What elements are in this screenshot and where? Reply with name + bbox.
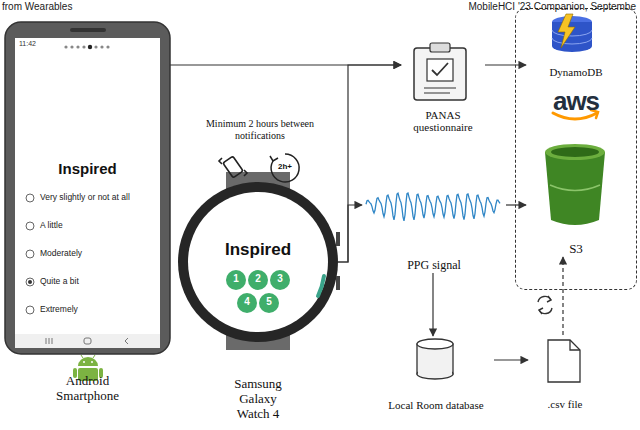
watch-face: [188, 192, 328, 332]
clipboard-icon: [414, 43, 466, 100]
timing-note: Minimum 2 hours between notifications: [193, 118, 327, 142]
component-node: Android Smartphone: [5, 22, 170, 404]
phone-body: [5, 22, 170, 354]
node-label: PPG signal: [364, 259, 504, 273]
connector: [338, 205, 362, 262]
vibration-icon: [219, 156, 247, 178]
node-label: PANAS questionnaire: [403, 109, 483, 134]
timer-arrow: [270, 156, 278, 161]
question-title: Inspired: [198, 240, 318, 260]
rating-number: 3: [270, 273, 290, 285]
rating-buttons: [226, 270, 290, 313]
rating-number: 2: [248, 273, 268, 285]
question-title: Inspired: [17, 160, 158, 178]
component-node: .csv file: [528, 335, 602, 411]
file-icon: [548, 340, 580, 382]
watch-button: [336, 276, 340, 290]
aws-logo-text: aws: [516, 87, 636, 117]
s3-bucket: [545, 144, 605, 225]
watch-bezel: [178, 182, 338, 342]
rating-number: 4: [237, 296, 257, 308]
rating-number: 1: [226, 273, 246, 285]
database-icon: [417, 339, 453, 379]
component-node: DynamoDB: [526, 15, 626, 79]
radio-buttons: [26, 194, 34, 314]
answer-option: Moderately: [40, 248, 158, 258]
answer-option: Extremely: [40, 304, 158, 314]
node-label: Samsung Galaxy Watch 4: [226, 377, 290, 422]
component-node: PPG signal: [362, 185, 506, 273]
timer-text: 2h+: [272, 162, 298, 172]
ppg-waveform: [366, 193, 500, 221]
connector: [338, 65, 401, 262]
running-header: from Wearables: [2, 1, 162, 13]
component-node: PANAS questionnaire: [401, 40, 485, 134]
running-header: MobileHCI '23 Companion, Septembe: [396, 1, 636, 13]
component-node: Local Room database: [378, 336, 494, 412]
node-label: S3: [528, 242, 624, 257]
answer-option: Quite a bit: [40, 276, 158, 286]
status-time: 11:42: [19, 40, 59, 48]
watch-scroll: [318, 276, 324, 296]
cloud-group: aws DynamoDB S3: [515, 8, 637, 290]
node-label: Local Room database: [380, 399, 492, 412]
answer-option: A little: [40, 220, 158, 230]
node-label: Android Smartphone: [43, 374, 133, 404]
node-label: .csv file: [530, 398, 600, 411]
connector: [432, 273, 433, 336]
connector: [562, 257, 563, 335]
timer-icon: [271, 154, 299, 182]
rating-number: 5: [259, 296, 279, 308]
nav-icons: [46, 338, 128, 344]
component-node: S3: [526, 141, 626, 257]
node-label: DynamoDB: [528, 66, 624, 79]
radio-selected: [28, 280, 32, 284]
component-node: Samsung Galaxy Watch 4: [178, 182, 338, 422]
answer-option: Very slightly or not at all: [40, 192, 158, 202]
phone-screen: [15, 38, 160, 334]
nav-bar: [15, 334, 160, 348]
connector: [494, 359, 528, 360]
sync-icon: [538, 296, 552, 314]
connector: [485, 64, 526, 65]
progress-dots: [64, 45, 109, 49]
watch-button: [336, 232, 340, 246]
dynamodb-icon: [552, 14, 592, 52]
phone-speaker: [70, 28, 106, 32]
connector: [506, 204, 526, 205]
